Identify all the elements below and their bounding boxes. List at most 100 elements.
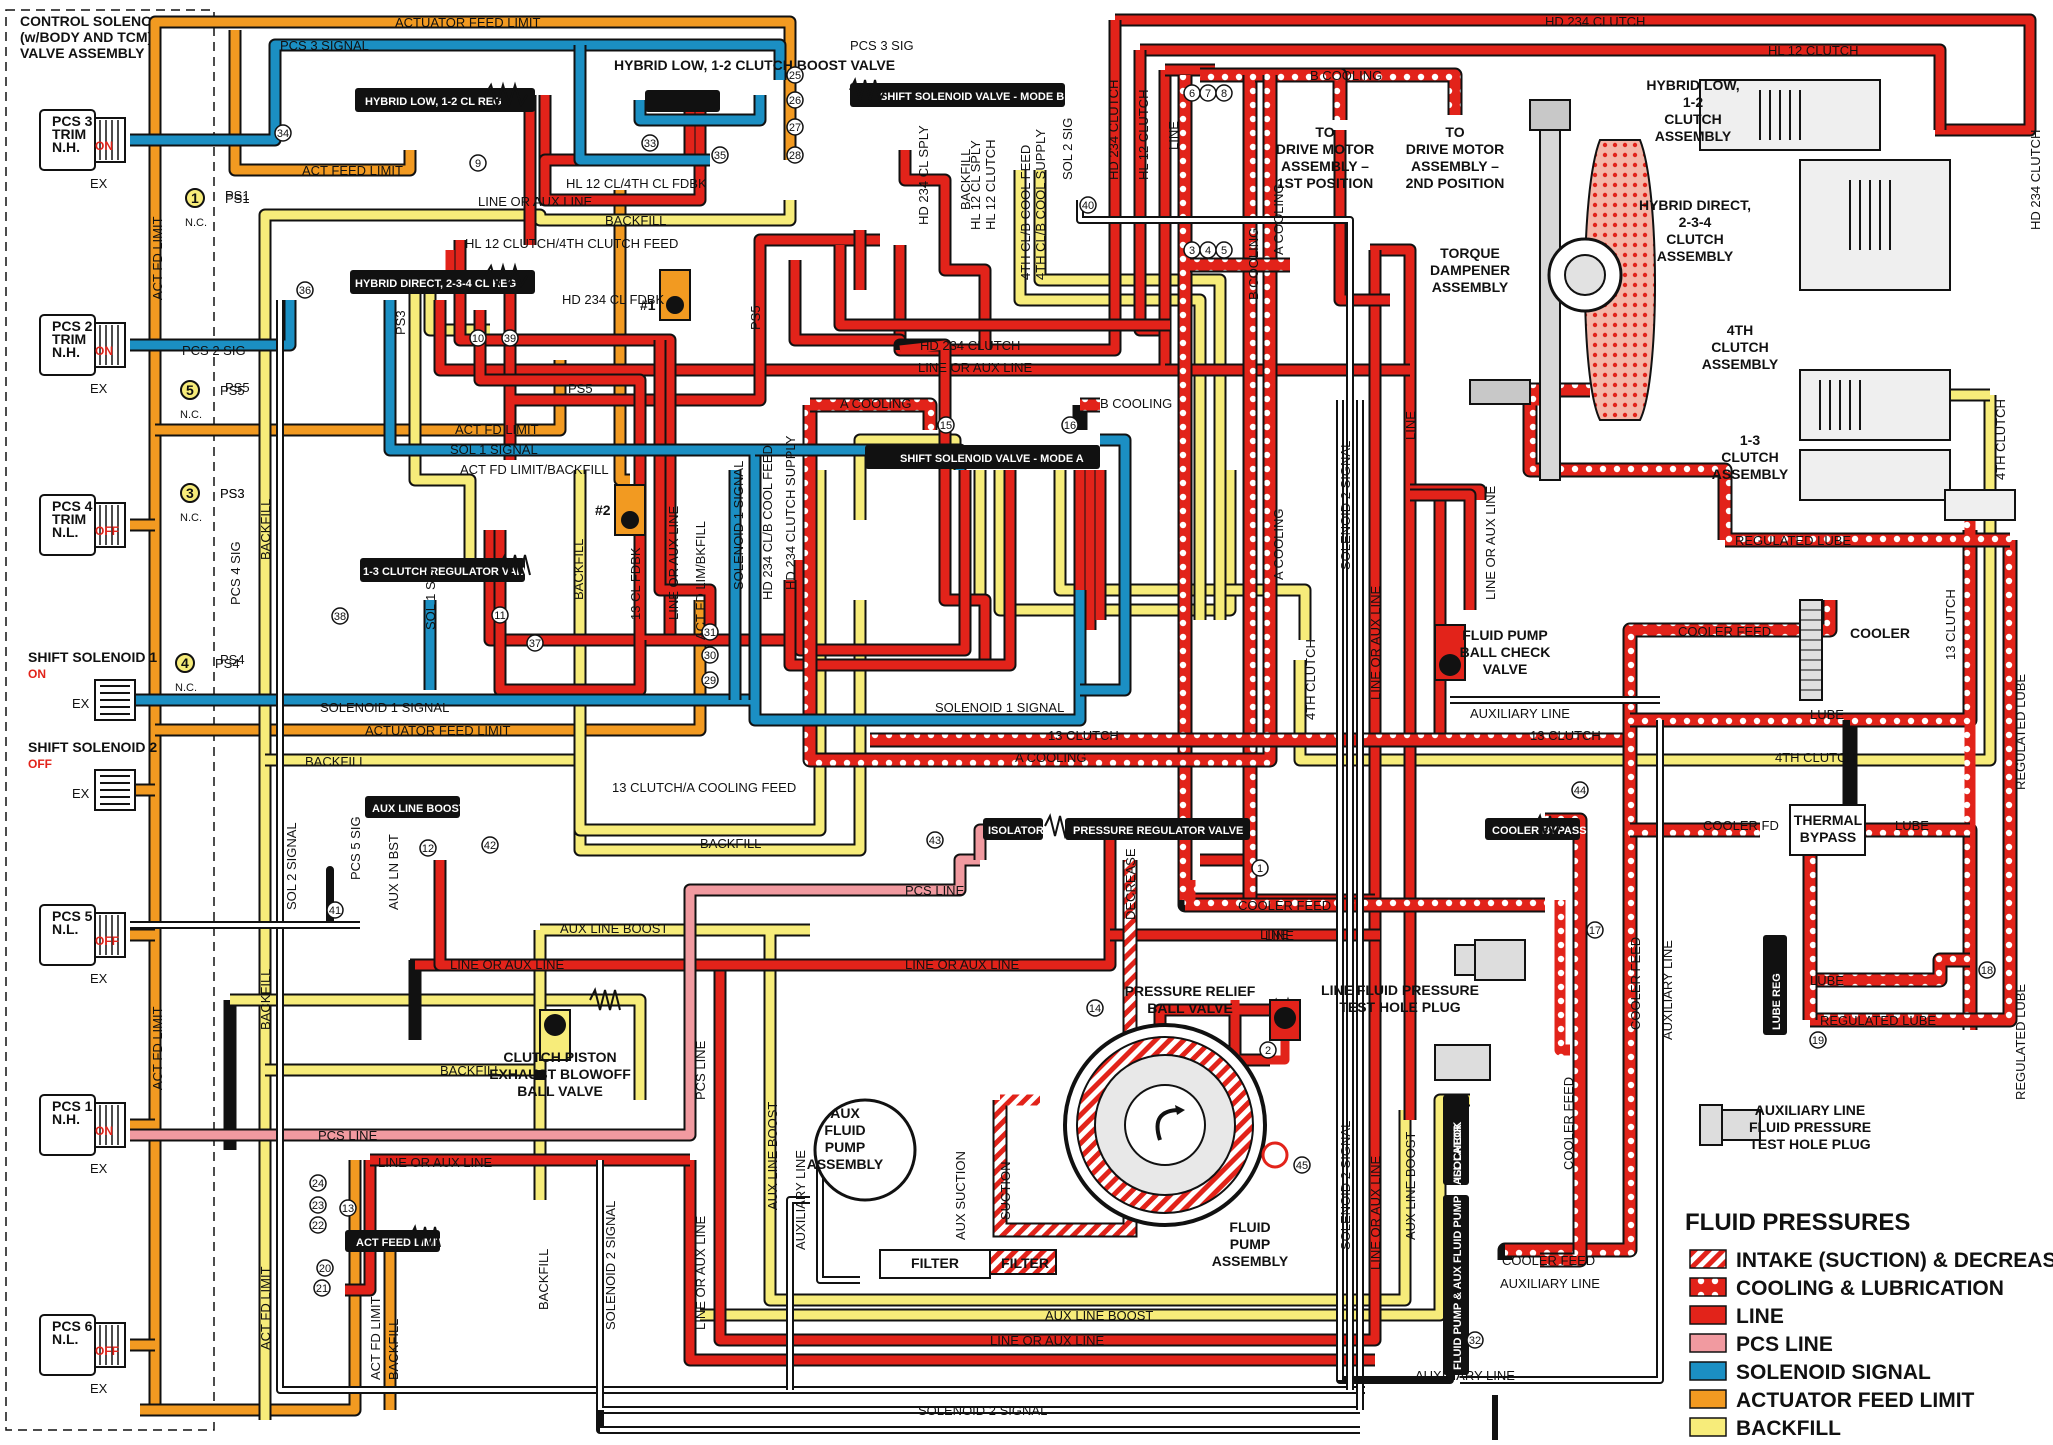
line-label: PS1 [225, 188, 250, 203]
legend-label: COOLING & LUBRICATION [1736, 1277, 2004, 1300]
solenoids-1-state: ON [95, 344, 113, 358]
line-label: ACT FEED LIMIT [302, 163, 403, 178]
component-label-hybrid-low: CLUTCH [1664, 111, 1722, 127]
line-label: COOLER FEED [1238, 898, 1331, 913]
port-28: 28 [786, 146, 804, 164]
line-label: BACKFILL [258, 969, 273, 1030]
line-label: LINE OR AUX LINE [450, 957, 564, 972]
component-label-fourth-clutch: ASSEMBLY [1702, 356, 1779, 372]
pressure-regulator-label: PRESSURE REGULATOR VALVE [1073, 825, 1243, 837]
line-label: DECREASE [1123, 848, 1138, 920]
port-number: 42 [484, 840, 496, 852]
pressure-switches-2-num: 3 [186, 485, 194, 501]
port-number: 17 [1589, 925, 1601, 937]
line-label: ACT FD LIMIT/BACKFILL [460, 462, 609, 477]
line-label: ACT FD LIMIT [258, 1266, 273, 1350]
line-label: PS5 [748, 305, 763, 330]
control-box-title-1: CONTROL SOLENOID [20, 13, 166, 29]
port-43: 43 [926, 831, 944, 849]
solenoids-7-ex: EX [90, 1381, 108, 1396]
port-38: 38 [331, 607, 349, 625]
port-number: 9 [475, 158, 481, 170]
solenoid-signal-lines [130, 38, 1132, 727]
fluid-pump-check-label: FLUID PUMP & AUX FLUID PUMP BALL CHECK [1452, 1122, 1464, 1370]
check-balls: #1 #2 [539, 269, 1466, 1061]
component-label-clutch13: 1-3 [1740, 432, 1760, 448]
fluid-pump-symbol [1063, 1023, 1289, 1227]
pressure-switches-2-label: PS3 [220, 486, 245, 501]
fluid-pump-check-valve [1443, 1195, 1469, 1375]
port-13: 13 [339, 1199, 357, 1217]
clutch13-reg-valve [360, 558, 525, 582]
line-label: HL 12 CLUTCH/4TH CLUTCH FEED [465, 236, 678, 251]
line-label: HD 234 CLUTCH [1106, 80, 1121, 180]
line-label: B COOLING [1310, 68, 1382, 83]
line-label: COOLER FEED [1678, 624, 1771, 639]
line-label: BACKFILL [440, 1063, 501, 1078]
port-number: 20 [319, 1263, 331, 1275]
component-label-fluid-pump: PUMP [1230, 1236, 1270, 1252]
line-label: A COOLING [840, 396, 912, 411]
legend-label: PCS LINE [1736, 1333, 1833, 1356]
thermal-bypass-label: THERMAL [1794, 812, 1863, 828]
legend-item-pcs: PCS LINE [1689, 1333, 1833, 1356]
line-label: LUBE [1895, 818, 1929, 833]
line-label: ACTUATOR FEED LIMIT [395, 15, 540, 30]
hybrid-low-reg-valve [355, 88, 535, 112]
pressure-switches-1-label: PS5 [220, 383, 245, 398]
line-label: HD 234 CLUTCH [2028, 130, 2043, 230]
solenoids-1-lines-1: TRIM [52, 331, 86, 347]
solenoids-3-lines-0: SHIFT SOLENOID 1 [28, 649, 157, 665]
solenoids-1-ex: EX [90, 381, 108, 396]
line-label: B COOLING [1100, 396, 1172, 411]
port-number: 45 [1296, 1160, 1308, 1172]
line-label: SOLENOID 2 SIGNAL [1338, 441, 1353, 570]
line-label: SOLENOID 1 SIGNAL [320, 700, 449, 715]
solenoids-1-lines-0: PCS 2 [52, 318, 93, 334]
line-label: LINE OR AUX LINE [905, 957, 1019, 972]
port-number: 29 [704, 675, 716, 687]
component-label-clutch-piston: CLUTCH PISTON [503, 1049, 616, 1065]
isolator-vertical-valve [1443, 1095, 1469, 1185]
port-40: 40 [1079, 196, 1097, 214]
cooler-bypass-label: COOLER BYPASS [1492, 825, 1587, 837]
port-number: 24 [312, 1178, 324, 1190]
line-label: 13 CLUTCH [1530, 728, 1601, 743]
pressure-switches-3-nc: N.C. [175, 682, 197, 694]
line-label: AUXILIARY LINE [1500, 1276, 1600, 1291]
checkball-2-label: #2 [595, 502, 611, 518]
shift-solenoid-mode-a-valve [865, 445, 1100, 469]
clutch13-reg-label: 1-3 CLUTCH REGULATOR VALVE [363, 566, 537, 578]
pressure-switches-0-label: PS1 [225, 191, 250, 206]
pressure-regulator-valve [1065, 818, 1250, 840]
solenoids-3-state: ON [28, 667, 46, 681]
pressure-switches-3-label: PS4 [215, 656, 240, 671]
port-number: 4 [1205, 245, 1211, 257]
port-number: 12 [422, 843, 434, 855]
line-label: LINE OR AUX LINE [1368, 1156, 1383, 1270]
component-label-clutch-piston: EXHAUST BLOWOFF [489, 1066, 631, 1082]
solenoids-3-ex: EX [72, 696, 90, 711]
line-label: 4TH CLUTCH [1775, 750, 1856, 765]
transmission-cutaway [1469, 79, 2016, 521]
line-label: PCS LINE [693, 1040, 708, 1100]
port-number: 21 [316, 1283, 328, 1295]
port-number: 31 [704, 627, 716, 639]
port-number: 3 [1189, 245, 1195, 257]
aux-fluid-pump-circle [813, 1098, 917, 1202]
line-label: BACKFILL [571, 539, 586, 600]
port-34: 34 [274, 124, 292, 142]
component-label-clutch13: ASSEMBLY [1712, 466, 1789, 482]
component-label-fourth-clutch: CLUTCH [1711, 339, 1769, 355]
port-number: 37 [529, 638, 541, 650]
port-8: 8 [1215, 84, 1233, 102]
port-33: 33 [641, 134, 659, 152]
line-label: HL 12 CL/4TH CL FDBK [566, 176, 707, 191]
solenoids-0-lines-0: PCS 3 [52, 113, 93, 129]
solenoids-0-lines-2: N.H. [52, 139, 80, 155]
line-label: ACTUATOR FEED LIMIT [365, 723, 510, 738]
pressure-switch-5: 5N.C.PS5 [180, 380, 245, 421]
line-label: COOLER FD [1703, 818, 1779, 833]
line-label: 13 CLUTCH/A COOLING FEED [612, 780, 796, 795]
